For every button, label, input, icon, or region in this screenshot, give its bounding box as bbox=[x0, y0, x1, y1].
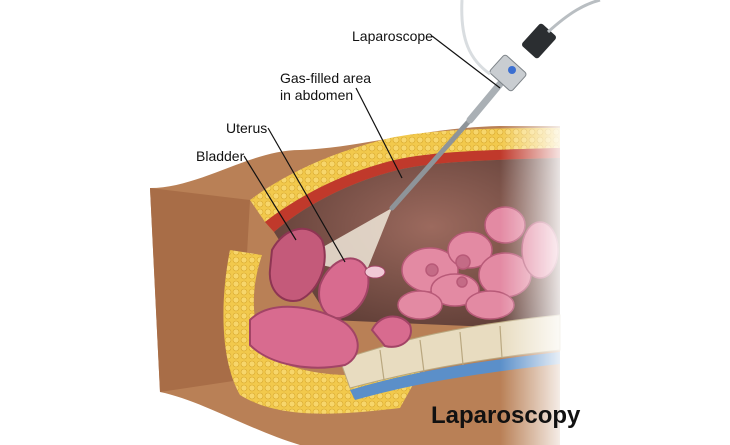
rectum bbox=[249, 305, 359, 369]
leader-lines bbox=[243, 35, 501, 263]
ovary bbox=[364, 265, 386, 279]
laparoscope-instrument bbox=[389, 0, 601, 211]
laparoscope-label: Laparoscope bbox=[352, 28, 433, 44]
diagram-title: Laparoscopy bbox=[431, 402, 581, 429]
gas-filled-area-label: Gas-filled area in abdomen bbox=[280, 70, 371, 104]
uterus-label: Uterus bbox=[226, 120, 268, 136]
fade-overlay bbox=[500, 110, 570, 445]
uterus bbox=[318, 257, 370, 320]
gas-label-line-1: Gas-filled area bbox=[280, 70, 372, 86]
fat-layer-lower bbox=[223, 250, 420, 414]
gas-label-line-2: in abdomen bbox=[280, 87, 354, 103]
bladder bbox=[268, 227, 326, 302]
bladder-label: Bladder bbox=[196, 148, 245, 164]
colon-loop bbox=[370, 315, 412, 348]
gas-tube bbox=[460, 0, 491, 76]
